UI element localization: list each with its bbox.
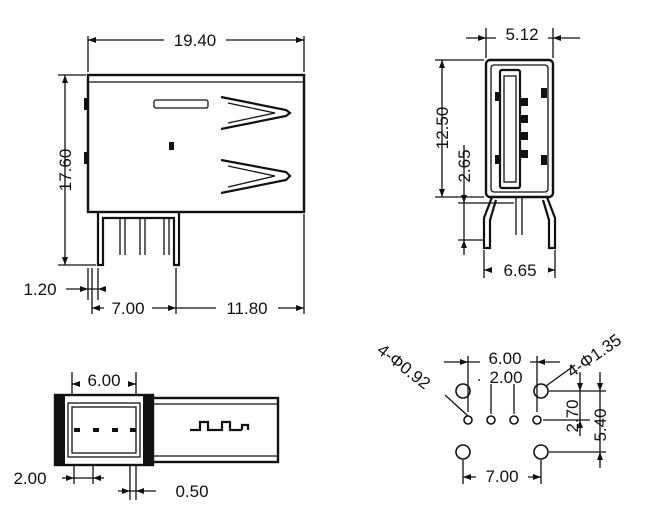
front-foot-left	[482, 196, 498, 250]
side-depth-label: 11.80	[226, 299, 267, 318]
dim-side-width: 19.40	[87, 30, 305, 72]
front-pin-span-label: 6.65	[503, 261, 536, 280]
footprint-row-spacing-label: 5.40	[591, 408, 610, 441]
dim-side-pin-spacing: 7.00	[91, 268, 177, 318]
side-housing	[86, 73, 306, 214]
side-notch-lower	[84, 152, 88, 164]
spring-contact-lower-inner	[227, 165, 276, 188]
side-width-label: 19.40	[174, 31, 217, 50]
dim-bottom-pin-width: 0.50	[118, 465, 209, 501]
dim-front-pin-height: 2.65	[455, 145, 514, 255]
side-notch-upper	[84, 98, 88, 110]
bottom-view: 6.00 2.00 0.50	[13, 371, 280, 501]
front-pin-height-label: 2.65	[455, 149, 474, 182]
bottom-front-block	[53, 393, 155, 467]
dim-bottom-offset: 2.00	[13, 465, 104, 488]
dim-side-pin-offset: 1.20	[23, 268, 106, 300]
dim-bottom-pitch: 6.00	[71, 371, 137, 395]
mount-hole-br	[533, 444, 549, 460]
mount-hole-tl	[455, 383, 471, 399]
front-tongue	[498, 68, 522, 190]
front-foot-right	[541, 196, 557, 250]
dim-footprint-rows: 2.70 5.40	[543, 372, 610, 468]
dim-side-depth: 11.80	[176, 214, 305, 318]
side-view: 19.40 17.60 1.20 7.00	[23, 30, 306, 318]
dim-footprint-mount: 7.00	[462, 460, 542, 486]
side-dot	[169, 142, 174, 150]
dim-front-height: 12.50	[433, 59, 484, 198]
footprint-pitch-label: 2.00	[489, 368, 522, 387]
footprint-large-spacing-label: 6.00	[488, 349, 521, 368]
bottom-offset-label: 2.00	[13, 469, 46, 488]
small-holes-label: 4-Φ0.92	[374, 340, 434, 393]
bottom-pin-width-label: 0.50	[175, 482, 208, 501]
pin-hole-1	[463, 415, 473, 425]
front-height-label: 12.50	[433, 107, 452, 150]
bottom-clip	[190, 420, 242, 432]
bottom-pitch-label: 6.00	[87, 371, 120, 390]
mount-hole-tr	[533, 383, 549, 399]
side-slot	[153, 99, 209, 109]
front-view: 5.12 12.50 2.65 6.65	[433, 25, 580, 280]
dim-front-width: 5.12	[466, 25, 580, 58]
side-height-label: 17.60	[56, 149, 75, 192]
front-shell-inner	[490, 64, 549, 193]
large-holes-label: 4-Φ1.35	[563, 330, 625, 381]
dim-footprint-pitch: 2.00	[478, 368, 530, 414]
mount-hole-bl	[455, 444, 471, 460]
dim-footprint-large-spacing: 6.00	[444, 349, 560, 412]
front-tongue-inner	[503, 75, 517, 183]
footprint-mount-label: 7.00	[485, 467, 518, 486]
pin-hole-2	[486, 415, 496, 425]
side-pin-spacing-label: 7.00	[111, 299, 144, 318]
pin-hole-3	[509, 415, 519, 425]
side-mount-legs	[96, 212, 181, 267]
pcb-footprint: 4-Φ0.92 4-Φ1.35 6.00 2.00	[374, 330, 625, 486]
front-width-label: 5.12	[505, 25, 538, 44]
footprint-row-offset-label: 2.70	[563, 399, 582, 432]
pin-hole-4	[532, 415, 542, 425]
dim-front-pin-span: 6.65	[483, 250, 556, 280]
dim-side-height: 17.60	[56, 74, 96, 266]
side-pin-offset-label: 1.20	[23, 280, 56, 299]
spring-contact-upper-inner	[227, 102, 276, 124]
spring-contact-lower	[220, 158, 292, 195]
spring-contact-upper	[220, 95, 292, 131]
